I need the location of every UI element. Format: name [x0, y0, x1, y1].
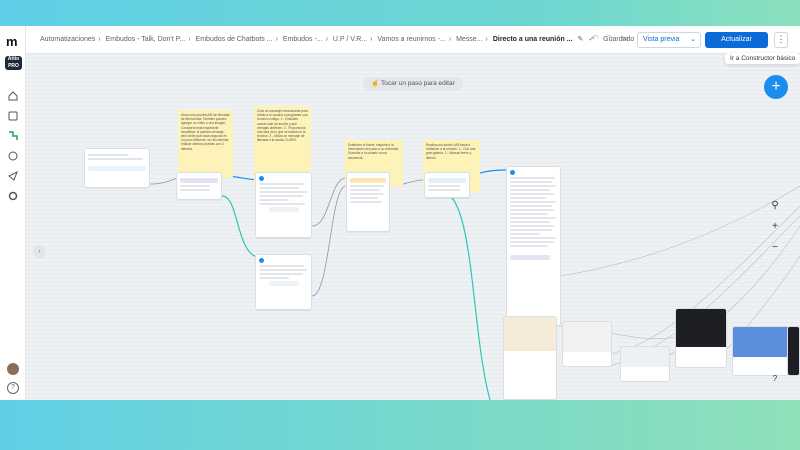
- connector-line: [311, 177, 347, 227]
- home-icon[interactable]: [7, 90, 19, 102]
- chevron-left-icon[interactable]: ‹: [33, 245, 46, 258]
- avatar[interactable]: [7, 363, 19, 375]
- action-node[interactable]: [176, 172, 222, 200]
- media-card[interactable]: [787, 326, 800, 376]
- breadcrumb-item[interactable]: Embudos -...: [282, 36, 323, 43]
- chat-icon[interactable]: [7, 150, 19, 162]
- breadcrumb-item[interactable]: Automatizaciones: [40, 36, 96, 43]
- update-button[interactable]: Actualizar: [705, 32, 768, 48]
- message-node[interactable]: [506, 166, 561, 326]
- logo[interactable]: m: [6, 34, 18, 49]
- workspace-badge[interactable]: Attio PRO: [5, 56, 22, 70]
- connector-line: [311, 185, 347, 297]
- redo-icon[interactable]: ↷: [606, 33, 614, 43]
- settings-icon[interactable]: [7, 190, 19, 202]
- save-status: Guardado: [603, 36, 635, 43]
- undo-icon[interactable]: ↶: [591, 33, 599, 43]
- automation-icon[interactable]: [7, 130, 19, 142]
- canvas-hint: ☝ Tocar un paso para editar: [363, 77, 463, 90]
- more-menu-button[interactable]: ⋮: [774, 32, 788, 48]
- media-card[interactable]: [732, 326, 790, 376]
- breadcrumb-item[interactable]: Embudos de Chatbots ...: [195, 36, 273, 43]
- message-node[interactable]: [255, 254, 312, 310]
- breadcrumb-item[interactable]: Embudos - Talk, Don't P...: [105, 36, 186, 43]
- background-band-top: [0, 0, 800, 26]
- message-node[interactable]: [255, 172, 312, 238]
- chevron-down-icon: ⌄: [690, 36, 696, 43]
- sticky-note[interactable]: Ahora una prueba A/B de Mensaje de Bienv…: [178, 110, 233, 178]
- randomizer-node[interactable]: [424, 172, 470, 198]
- sidebar: m Attio PRO ?: [0, 26, 26, 400]
- help-icon[interactable]: ?: [7, 382, 19, 394]
- help-icon[interactable]: ?: [772, 374, 778, 383]
- zoom-in-icon[interactable]: +: [772, 221, 778, 232]
- app-window: Ahora una prueba A/B de Mensaje de Bienv…: [0, 26, 800, 400]
- breadcrumb-item[interactable]: U.P / V.R...: [332, 36, 368, 43]
- preview-button[interactable]: Vista previa ⌄: [637, 32, 701, 48]
- send-icon[interactable]: [7, 170, 19, 182]
- media-card[interactable]: [620, 346, 670, 382]
- connector-line: [439, 190, 491, 400]
- breadcrumb-item[interactable]: Messe...: [456, 36, 483, 43]
- magic-wand-icon[interactable]: ⚲: [771, 200, 779, 211]
- breadcrumb: Automatizaciones› Embudos - Talk, Don't …: [40, 36, 635, 43]
- top-bar: Automatizaciones› Embudos - Talk, Don't …: [26, 26, 800, 54]
- contacts-icon[interactable]: [7, 110, 19, 122]
- connector-line: [719, 255, 800, 357]
- edit-icon[interactable]: ✎: [577, 36, 584, 43]
- add-step-button[interactable]: +: [764, 75, 788, 99]
- trigger-node[interactable]: [84, 148, 150, 188]
- tooltip: Ir a Constructor básico: [725, 53, 800, 64]
- check-icon: ✓: [588, 36, 595, 43]
- device-icon[interactable]: ▭: [622, 35, 629, 42]
- hand-icon: ☝: [371, 80, 380, 87]
- media-card[interactable]: [562, 321, 612, 367]
- page-title: Directo a una reunión ...: [492, 36, 573, 43]
- flow-canvas[interactable]: [26, 54, 800, 400]
- breadcrumb-item[interactable]: Vamos a reunirnos -...: [377, 36, 446, 43]
- action-node[interactable]: [346, 172, 390, 232]
- media-card[interactable]: [675, 308, 727, 368]
- media-card[interactable]: [503, 316, 557, 400]
- zoom-out-icon[interactable]: −: [772, 242, 778, 253]
- background-band-bottom: [0, 400, 800, 450]
- connector-line: [559, 185, 800, 277]
- connector-line: [221, 195, 263, 259]
